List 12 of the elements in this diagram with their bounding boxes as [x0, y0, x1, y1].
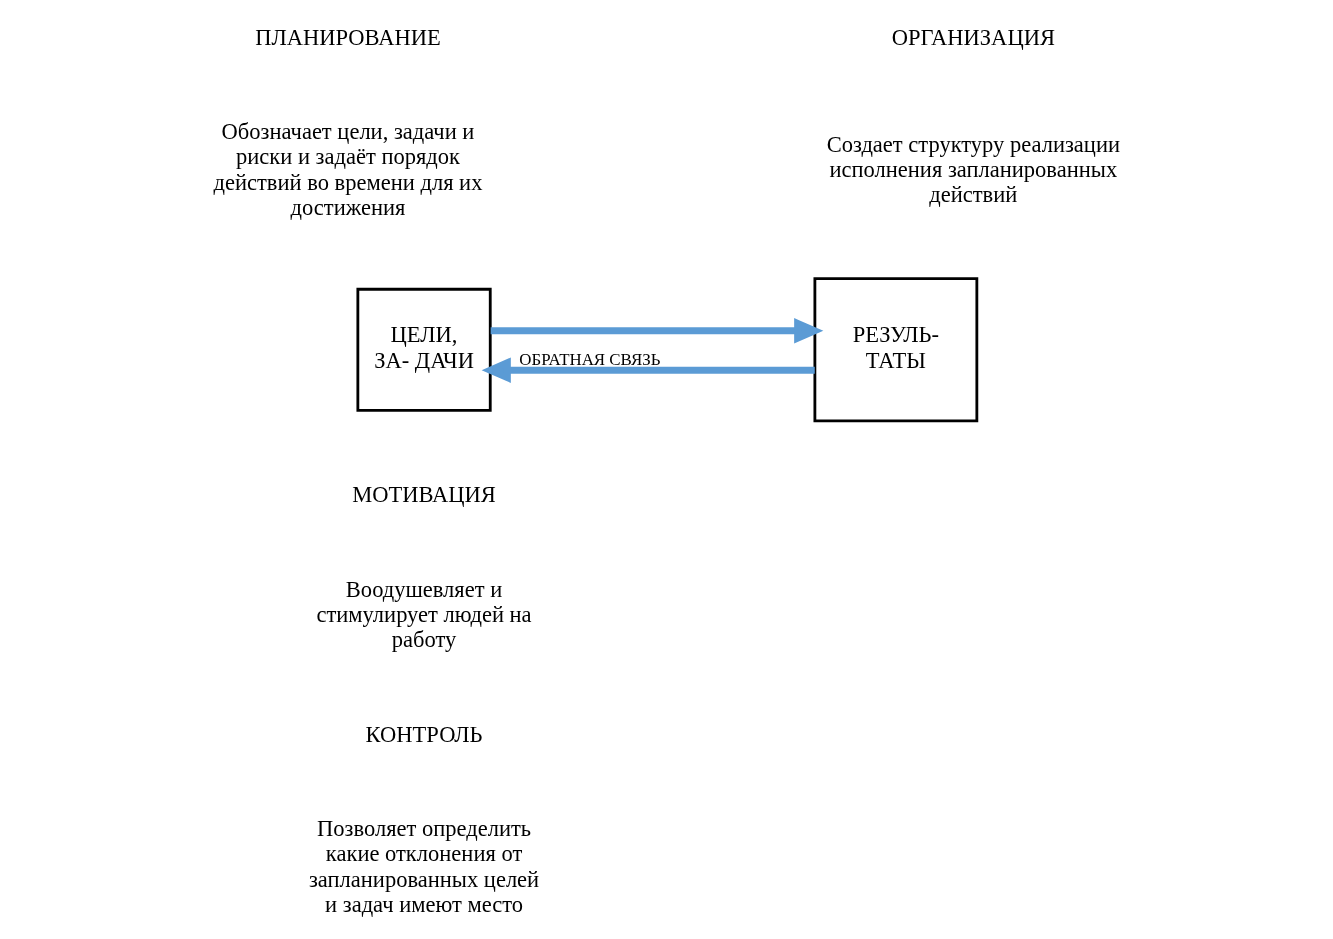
label: Обозначает цели, задачи и риски и задаёт порядок действий во времени для их достижения: [213, 118, 482, 220]
label: КОНТРОЛЬ: [365, 721, 482, 747]
label: ОРГАНИЗАЦИЯ: [891, 24, 1055, 50]
arrow: [481, 357, 815, 383]
node-box: РЕЗУЛЬ- ТАТЫ: [812, 277, 978, 423]
edge-label: ОБРАТНАЯ СВЯЗЬ: [518, 350, 660, 370]
label: Позволяет определить какие отклонения от запланированных целей и задач имеют место: [308, 816, 539, 918]
label: Воодушевляет и стимулирует людей на работу: [315, 576, 532, 653]
label: Создает структуру реализации исполнения запланированных действий: [826, 131, 1120, 208]
label: ПЛАНИРОВАНИЕ: [254, 24, 441, 50]
node-box: ЦЕЛИ, ЗА- ДАЧИ: [355, 287, 492, 412]
label: МОТИВАЦИЯ: [351, 482, 496, 508]
